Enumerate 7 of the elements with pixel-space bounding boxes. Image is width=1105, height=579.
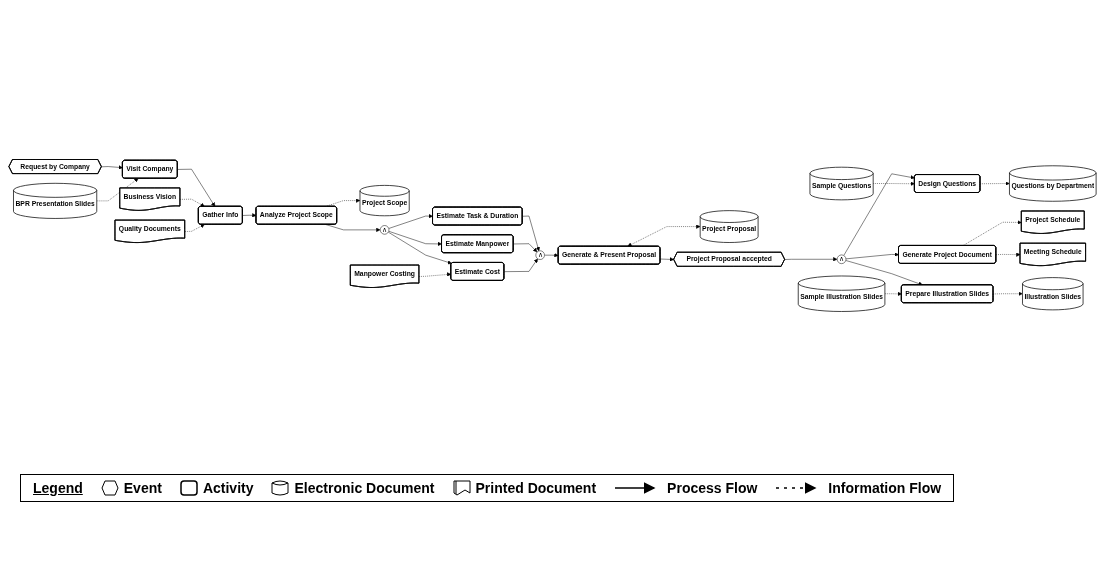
legend-heading: Legend — [33, 480, 83, 496]
legend-label: Electronic Document — [294, 480, 435, 496]
legend-label: Activity — [202, 480, 254, 496]
legend-label: Information Flow — [828, 480, 942, 496]
legend-label: Process Flow — [667, 480, 758, 496]
legend-label: Printed Document — [475, 480, 597, 496]
legend-label: Event — [123, 480, 162, 496]
